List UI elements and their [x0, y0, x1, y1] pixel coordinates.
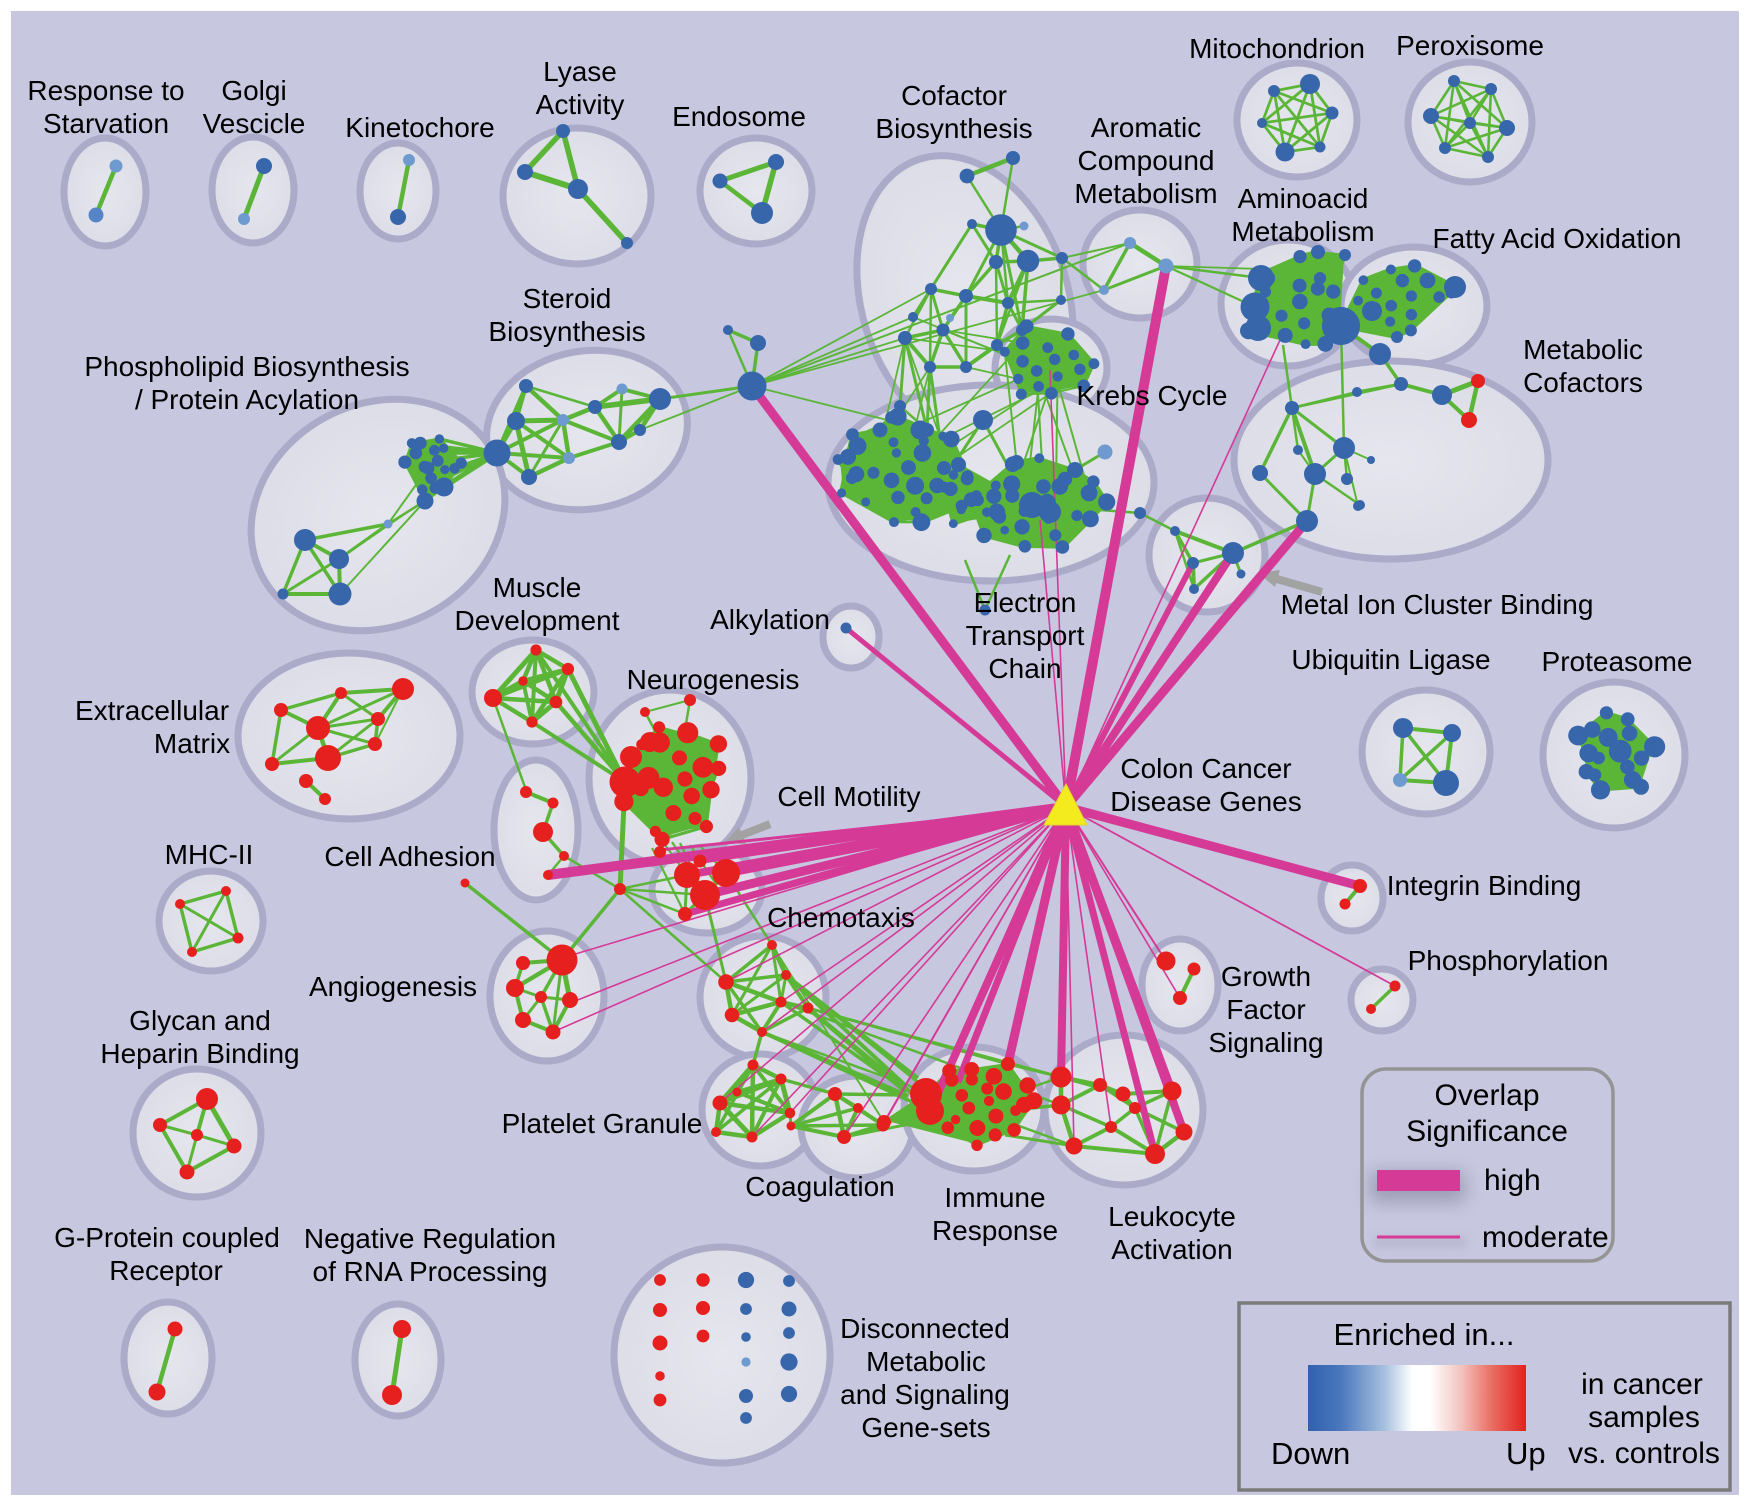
svg-text:Cell Motility: Cell Motility [777, 781, 920, 812]
svg-text:Mitochondrion: Mitochondrion [1189, 33, 1365, 64]
svg-text:Aromatic: Aromatic [1091, 112, 1201, 143]
svg-text:/ Protein Acylation: / Protein Acylation [135, 384, 359, 415]
svg-text:Receptor: Receptor [109, 1255, 223, 1286]
svg-text:in cancer: in cancer [1581, 1368, 1703, 1401]
svg-text:Disease Genes: Disease Genes [1110, 786, 1301, 817]
svg-text:Factor: Factor [1226, 994, 1305, 1025]
svg-text:Up: Up [1506, 1436, 1546, 1471]
svg-text:Krebs Cycle: Krebs Cycle [1077, 380, 1228, 411]
svg-text:Activation: Activation [1111, 1234, 1232, 1265]
svg-text:Compound: Compound [1078, 145, 1215, 176]
svg-text:Chain: Chain [988, 653, 1061, 684]
svg-text:Biosynthesis: Biosynthesis [875, 113, 1032, 144]
svg-text:Development: Development [455, 605, 620, 636]
svg-text:Heparin Binding: Heparin Binding [100, 1038, 299, 1069]
svg-text:samples: samples [1588, 1401, 1700, 1434]
svg-text:Disconnected: Disconnected [840, 1313, 1010, 1344]
svg-text:Kinetochore: Kinetochore [345, 112, 494, 143]
svg-text:high: high [1484, 1164, 1541, 1197]
svg-text:Metabolism: Metabolism [1074, 178, 1217, 209]
svg-text:Cofactors: Cofactors [1523, 367, 1643, 398]
svg-text:Vescicle: Vescicle [203, 108, 306, 139]
svg-text:MHC-II: MHC-II [165, 839, 254, 870]
svg-text:Lyase: Lyase [543, 56, 617, 87]
svg-text:Biosynthesis: Biosynthesis [488, 316, 645, 347]
svg-text:Overlap: Overlap [1434, 1079, 1539, 1112]
svg-text:moderate: moderate [1482, 1221, 1609, 1254]
svg-text:Leukocyte: Leukocyte [1108, 1201, 1236, 1232]
svg-text:Immune: Immune [944, 1182, 1045, 1213]
svg-text:Phosphorylation: Phosphorylation [1408, 945, 1609, 976]
svg-text:Cofactor: Cofactor [901, 80, 1007, 111]
svg-text:Colon Cancer: Colon Cancer [1120, 753, 1291, 784]
svg-text:Signaling: Signaling [1208, 1027, 1323, 1058]
svg-text:Enriched in...: Enriched in... [1334, 1317, 1515, 1352]
svg-text:Significance: Significance [1406, 1115, 1568, 1148]
svg-text:and Signaling: and Signaling [840, 1379, 1010, 1410]
svg-text:Matrix: Matrix [154, 728, 230, 759]
svg-text:Chemotaxis: Chemotaxis [767, 902, 915, 933]
svg-text:Negative Regulation: Negative Regulation [304, 1223, 556, 1254]
svg-text:Metabolic: Metabolic [1523, 334, 1643, 365]
svg-text:Starvation: Starvation [43, 108, 169, 139]
svg-text:Extracellular: Extracellular [75, 695, 229, 726]
svg-text:Neurogenesis: Neurogenesis [627, 664, 800, 695]
svg-text:Electron: Electron [974, 587, 1077, 618]
svg-text:Cell Adhesion: Cell Adhesion [324, 841, 495, 872]
svg-text:Alkylation: Alkylation [710, 604, 830, 635]
svg-text:Gene-sets: Gene-sets [861, 1412, 990, 1443]
svg-text:Aminoacid: Aminoacid [1238, 183, 1369, 214]
svg-text:Proteasome: Proteasome [1542, 646, 1693, 677]
svg-text:Coagulation: Coagulation [745, 1171, 894, 1202]
svg-text:Activity: Activity [536, 89, 625, 120]
svg-text:Metabolism: Metabolism [1231, 216, 1374, 247]
svg-text:Glycan and: Glycan and [129, 1005, 271, 1036]
svg-text:Fatty Acid Oxidation: Fatty Acid Oxidation [1432, 223, 1681, 254]
svg-text:vs. controls: vs. controls [1568, 1437, 1720, 1470]
svg-text:Golgi: Golgi [221, 75, 286, 106]
svg-text:Peroxisome: Peroxisome [1396, 30, 1544, 61]
svg-text:Metal Ion Cluster Binding: Metal Ion Cluster Binding [1281, 589, 1594, 620]
svg-text:Response to: Response to [27, 75, 184, 106]
svg-text:Angiogenesis: Angiogenesis [309, 971, 477, 1002]
svg-text:Down: Down [1271, 1436, 1350, 1471]
svg-text:Platelet Granule: Platelet Granule [502, 1108, 703, 1139]
svg-text:Muscle: Muscle [493, 572, 582, 603]
svg-text:Endosome: Endosome [672, 101, 806, 132]
svg-text:Metabolic: Metabolic [866, 1346, 986, 1377]
svg-text:of RNA Processing: of RNA Processing [313, 1256, 548, 1287]
svg-text:G-Protein coupled: G-Protein coupled [54, 1222, 280, 1253]
svg-text:Integrin Binding: Integrin Binding [1387, 870, 1582, 901]
svg-text:Steroid: Steroid [523, 283, 612, 314]
svg-text:Growth: Growth [1221, 961, 1311, 992]
svg-text:Transport: Transport [966, 620, 1085, 651]
svg-text:Response: Response [932, 1215, 1058, 1246]
svg-text:Phospholipid Biosynthesis: Phospholipid Biosynthesis [84, 351, 409, 382]
svg-text:Ubiquitin Ligase: Ubiquitin Ligase [1291, 644, 1490, 675]
